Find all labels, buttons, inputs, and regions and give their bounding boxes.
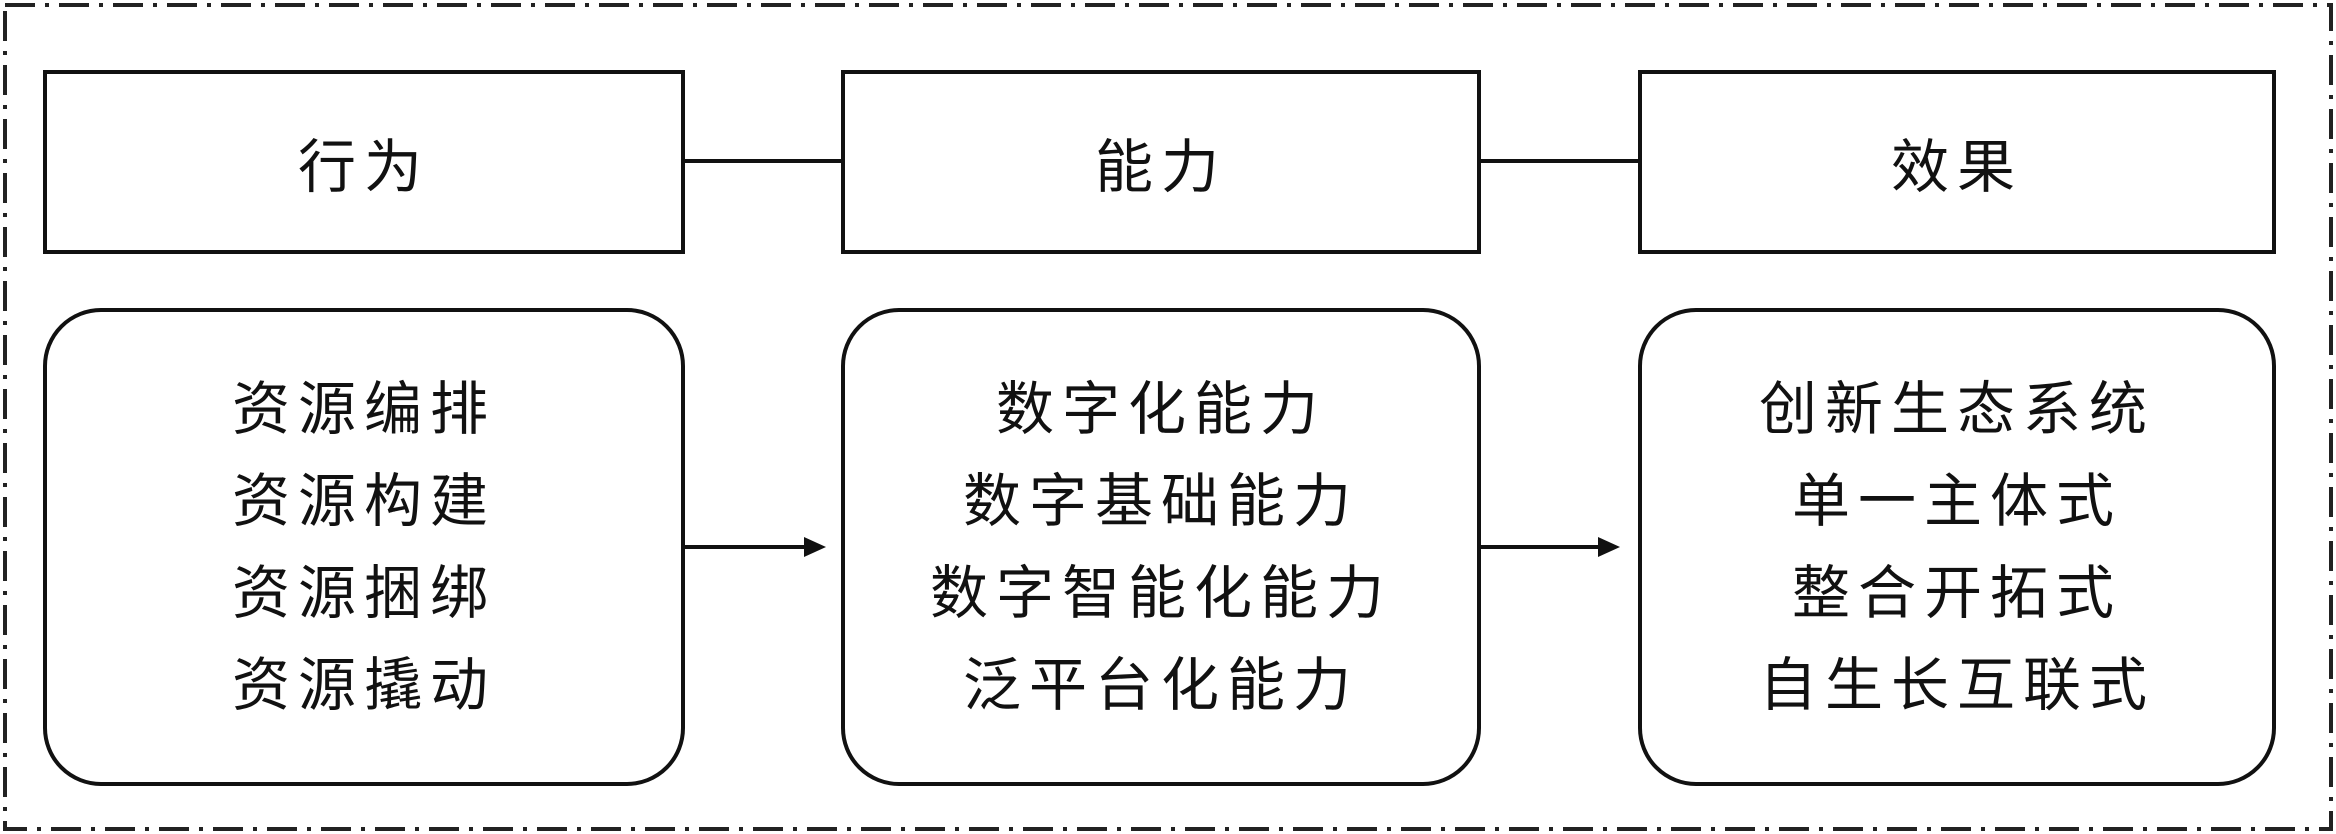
capability-item: 数字智能化能力: [929, 559, 1392, 627]
behavior-header-label: 行为: [297, 133, 430, 201]
arrow-behavior-capability-head: [804, 537, 826, 557]
behavior-header-box: 行为: [43, 70, 685, 254]
capability-header-box: 能力: [841, 70, 1481, 254]
capability-item: 泛平台化能力: [962, 651, 1359, 719]
capability-content-box: 数字化能力 数字基础能力 数字智能化能力 泛平台化能力: [841, 308, 1481, 786]
behavior-content-box: 资源编排 资源构建 资源捆绑 资源撬动: [43, 308, 685, 786]
effect-content-box: 创新生态系统 单一主体式 整合开拓式 自生长互联式: [1638, 308, 2276, 786]
arrow-capability-effect-head: [1598, 537, 1620, 557]
capability-item: 数字化能力: [995, 375, 1326, 443]
effect-item: 自生长互联式: [1758, 651, 2155, 719]
behavior-item: 资源撬动: [231, 651, 496, 719]
behavior-item: 资源编排: [231, 375, 496, 443]
dash-dot-border: [3, 3, 2333, 831]
effect-item: 单一主体式: [1791, 467, 2122, 535]
behavior-item: 资源构建: [231, 467, 496, 535]
capability-item: 数字基础能力: [962, 467, 1359, 535]
effect-item: 创新生态系统: [1758, 375, 2155, 443]
behavior-item: 资源捆绑: [231, 559, 496, 627]
effect-header-label: 效果: [1890, 133, 2023, 201]
effect-header-box: 效果: [1638, 70, 2276, 254]
effect-item: 整合开拓式: [1791, 559, 2122, 627]
capability-header-label: 能力: [1094, 133, 1227, 201]
